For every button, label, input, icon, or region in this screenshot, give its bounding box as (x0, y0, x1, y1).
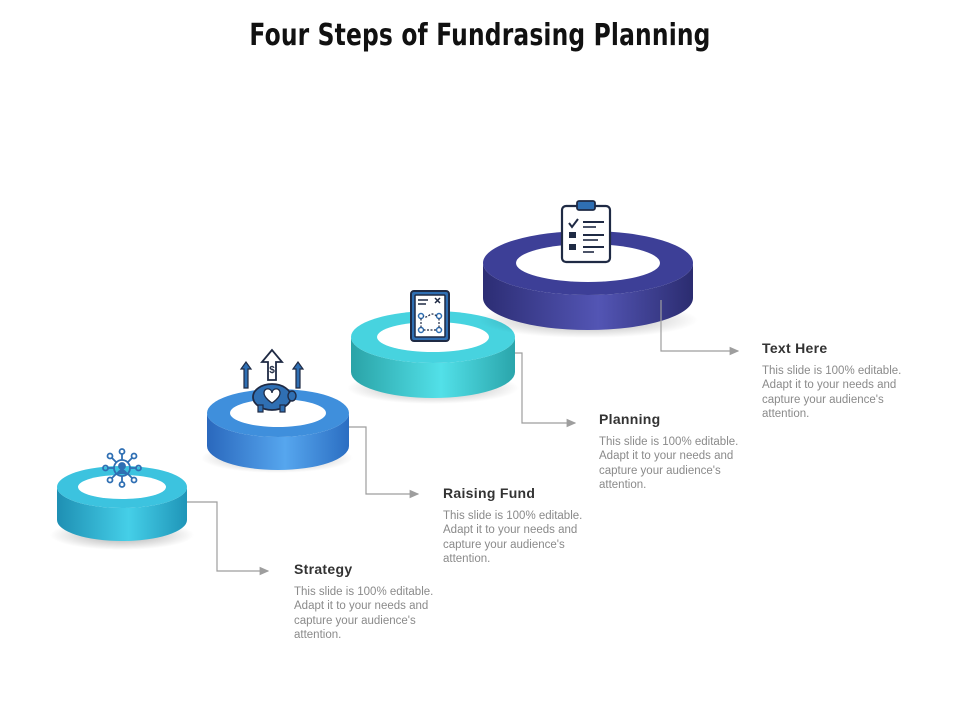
step-raising-fund-text: Raising Fund This slide is 100% editable… (443, 485, 593, 566)
step-planning-text: Planning This slide is 100% editable. Ad… (599, 411, 749, 492)
strategy-board-icon (410, 290, 450, 342)
step-description: This slide is 100% editable. Adapt it to… (599, 436, 739, 491)
connector-raising-fund (349, 426, 420, 499)
step-description: This slide is 100% editable. Adapt it to… (294, 586, 434, 641)
step-strategy-cylinder (50, 466, 194, 550)
step-heading: Raising Fund (443, 485, 536, 501)
connector-strategy (187, 501, 270, 576)
step-heading: Text Here (762, 340, 828, 356)
step-description: This slide is 100% editable. Adapt it to… (762, 365, 902, 420)
connector-text-here (660, 300, 740, 356)
step-heading: Planning (599, 411, 661, 427)
step-raising-fund-cylinder (201, 389, 353, 473)
page-title: Four Steps of Fundrasing Planning (249, 18, 711, 53)
network-people-icon (102, 448, 142, 488)
svg-text:$: $ (269, 365, 275, 376)
step-strategy-text: Strategy This slide is 100% editable. Ad… (294, 561, 444, 642)
clipboard-checklist-icon (560, 200, 612, 264)
step-text-here-text: Text Here This slide is 100% editable. A… (762, 340, 912, 421)
step-heading: Strategy (294, 561, 353, 577)
piggy-bank-growth-icon: $ (239, 348, 305, 413)
connector-planning (515, 352, 577, 428)
step-description: This slide is 100% editable. Adapt it to… (443, 510, 583, 565)
